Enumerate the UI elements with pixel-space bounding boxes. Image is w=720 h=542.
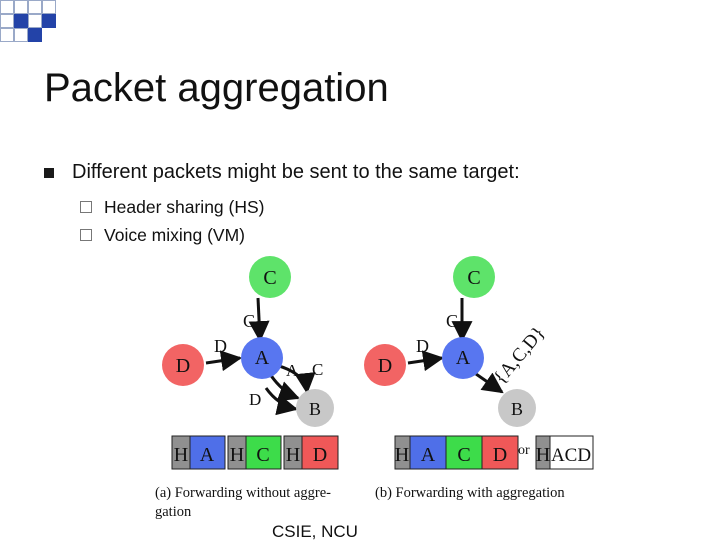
packet-payload: D — [313, 444, 327, 466]
hollow-square-icon — [80, 229, 92, 241]
sub-bullet-label: Voice mixing (VM) — [104, 225, 246, 245]
footer-label: CSIE, NCU — [272, 522, 358, 541]
edge-label-d2: D — [249, 390, 261, 409]
edge-d-to-a — [407, 350, 445, 372]
caption-b: (b) Forwarding with aggregation — [375, 485, 565, 501]
sub-bullet-header-sharing: Header sharing (HS) — [80, 197, 264, 218]
packet-header: H — [174, 444, 188, 466]
node-c-label: C — [263, 267, 276, 289]
edge-a-to-b-3 — [264, 387, 299, 416]
packet-or-label: or — [518, 443, 530, 458]
packet-hs-a: H A — [171, 435, 226, 470]
packet-payload: D — [493, 444, 507, 466]
edge-label-c: C — [243, 311, 255, 331]
edge-label-a: A — [286, 361, 299, 380]
node-d-label: D — [378, 355, 392, 377]
node-b-label: B — [511, 399, 523, 419]
edge-label-c: C — [446, 311, 458, 331]
packet-payload: C — [256, 444, 269, 466]
main-bullet-text: Different packets might be sent to the s… — [72, 161, 520, 183]
edge-d-to-a — [205, 350, 243, 372]
caption-a-line1: (a) Forwarding without aggre- — [155, 485, 331, 501]
edge-c-to-a — [248, 297, 270, 343]
packet-header: H — [286, 444, 300, 466]
diagram-a: C D A B C D A C D H A H C H D (a) Forwar… — [155, 256, 339, 520]
packet-payload: A — [200, 444, 215, 466]
diagram-b: C D A B C D {A,C,D} H A C D or H ACD (b)… — [364, 256, 594, 501]
packet-mixed: H ACD — [535, 435, 594, 470]
packet-payload: A — [421, 444, 436, 466]
caption-a-line2: gation — [155, 504, 192, 520]
node-b — [296, 389, 334, 427]
packet-payload: C — [457, 444, 470, 466]
slide-title: Packet aggregation — [44, 66, 389, 110]
node-d — [162, 344, 204, 386]
node-c — [453, 256, 495, 298]
sub-bullet-voice-mixing: Voice mixing (VM) — [80, 225, 245, 246]
edge-label-d: D — [214, 336, 227, 356]
packet-header: H — [230, 444, 244, 466]
node-a-label: A — [456, 347, 471, 369]
packet-hs-c: H C — [227, 435, 282, 470]
node-a — [442, 337, 484, 379]
node-c-label: C — [467, 267, 480, 289]
bullet-square-icon — [44, 168, 54, 178]
edge-label-d: D — [416, 336, 429, 356]
edge-label-c2: C — [312, 360, 323, 379]
sub-bullet-label: Header sharing (HS) — [104, 197, 265, 217]
node-a-label: A — [255, 347, 270, 369]
packet-header: H — [536, 444, 550, 466]
packet-hs-d: H D — [283, 435, 339, 470]
node-b — [498, 389, 536, 427]
node-c — [249, 256, 291, 298]
node-a — [241, 337, 283, 379]
node-b-label: B — [309, 399, 321, 419]
node-d-label: D — [176, 355, 190, 377]
edge-a-to-b — [475, 372, 504, 394]
hollow-square-icon — [80, 201, 92, 213]
packet-payload: ACD — [551, 445, 591, 466]
edge-label-aggregate: {A,C,D} — [490, 323, 550, 388]
packet-aggregated: H A C D — [394, 435, 519, 470]
node-d — [364, 344, 406, 386]
packet-header: H — [395, 444, 409, 466]
